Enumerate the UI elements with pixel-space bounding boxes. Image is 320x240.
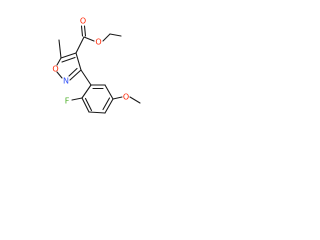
bond-ch2-ch3 <box>109 33 122 37</box>
bond-carbonyl-o-double-a <box>80 25 84 37</box>
atom-labels: O O O N F O <box>52 17 129 106</box>
bond-c5-c4-double <box>61 56 76 63</box>
ring-nitrogen-label: N <box>63 77 69 86</box>
bond-c4-c3 <box>75 52 82 71</box>
bond-o-methyl <box>129 96 141 104</box>
fluorine-label: F <box>65 97 70 106</box>
molecule-structure: O O O N F O <box>52 17 141 114</box>
bond-carbonyl-ester-o <box>83 36 95 42</box>
bond-a5-o <box>112 96 123 100</box>
bond-a2-a3-double <box>84 97 93 112</box>
bond-c3-n-double <box>68 67 78 77</box>
bond-o-c5 <box>56 57 62 66</box>
carbonyl-oxygen-label: O <box>80 17 86 26</box>
bond-a5-a6 <box>104 84 114 100</box>
bond-a2-a3 <box>81 97 90 113</box>
bond-c4-carbonyl <box>75 36 85 54</box>
bond-a3-a4 <box>88 111 106 114</box>
bond-a1-a2 <box>81 84 92 99</box>
bond-a4-a5-double <box>102 97 111 111</box>
bond-carbonyl-o-double-b <box>83 25 87 37</box>
bond-c3-aryl <box>80 69 92 86</box>
bonds <box>56 25 141 114</box>
ring-oxygen-label: O <box>52 65 58 74</box>
methoxy-oxygen-label: O <box>123 93 129 102</box>
bond-c3-n <box>69 69 82 81</box>
bond-ester-o-ch2 <box>102 33 111 42</box>
bond-c5-c4 <box>60 52 77 59</box>
bond-c5-methyl <box>58 39 62 59</box>
bond-a2-f <box>71 97 83 101</box>
bond-n-o <box>56 71 63 79</box>
bond-a4-a5 <box>104 98 114 114</box>
ester-oxygen-label: O <box>95 38 101 47</box>
